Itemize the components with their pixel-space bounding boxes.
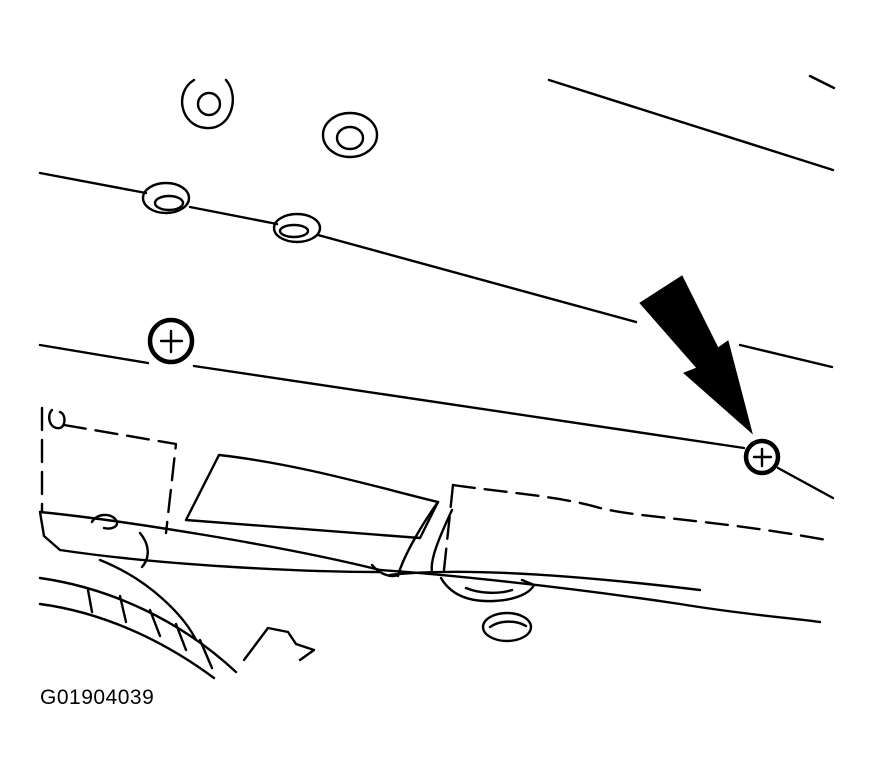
grommet-hole-icon — [321, 111, 379, 159]
pipe-clamp — [138, 531, 149, 569]
pointer-arrow-icon — [639, 275, 753, 435]
oval-hole-icon — [481, 611, 533, 643]
pipe-lower-edge — [58, 548, 382, 574]
oval-hole-icon — [439, 576, 536, 603]
round-hole-icon — [180, 78, 234, 130]
oval-hole-icon — [272, 212, 322, 244]
cable-inner — [38, 602, 216, 680]
panel-edge-corner-stub — [808, 74, 836, 90]
tube-main-lower — [388, 570, 702, 592]
tube-notch — [370, 563, 400, 578]
cable-outer — [38, 576, 238, 674]
pipe-assembly — [38, 453, 822, 624]
holes-and-fasteners — [141, 78, 781, 643]
bracket-plate — [184, 453, 440, 540]
oval-hole-icon — [141, 181, 191, 215]
cable-rib — [86, 588, 214, 670]
frame-stepped-bracket — [242, 626, 316, 662]
tube-main-upper — [378, 568, 822, 624]
pipe-upper-edge — [38, 510, 382, 572]
pipe-end — [38, 510, 62, 552]
panel-edge-lines — [38, 74, 836, 500]
panel-edge-top-right — [547, 78, 835, 172]
panel-seam-upper — [38, 171, 638, 324]
screw-head-icon — [147, 317, 195, 365]
tube-coupler-edge — [430, 508, 454, 574]
pipe-bracket-tab — [90, 513, 119, 530]
tube-coupler — [396, 500, 440, 578]
screw-head-icon — [743, 438, 781, 476]
panel-seam-lower-continued — [776, 466, 835, 500]
frame-lower-edge — [98, 558, 198, 642]
panel-seam-lower — [38, 343, 746, 450]
frame-and-cable — [38, 558, 316, 680]
dashed-cover-outline — [40, 406, 834, 572]
figure-id-label: G01904039 — [40, 686, 155, 709]
panel-seam-upper-continued — [738, 343, 834, 369]
